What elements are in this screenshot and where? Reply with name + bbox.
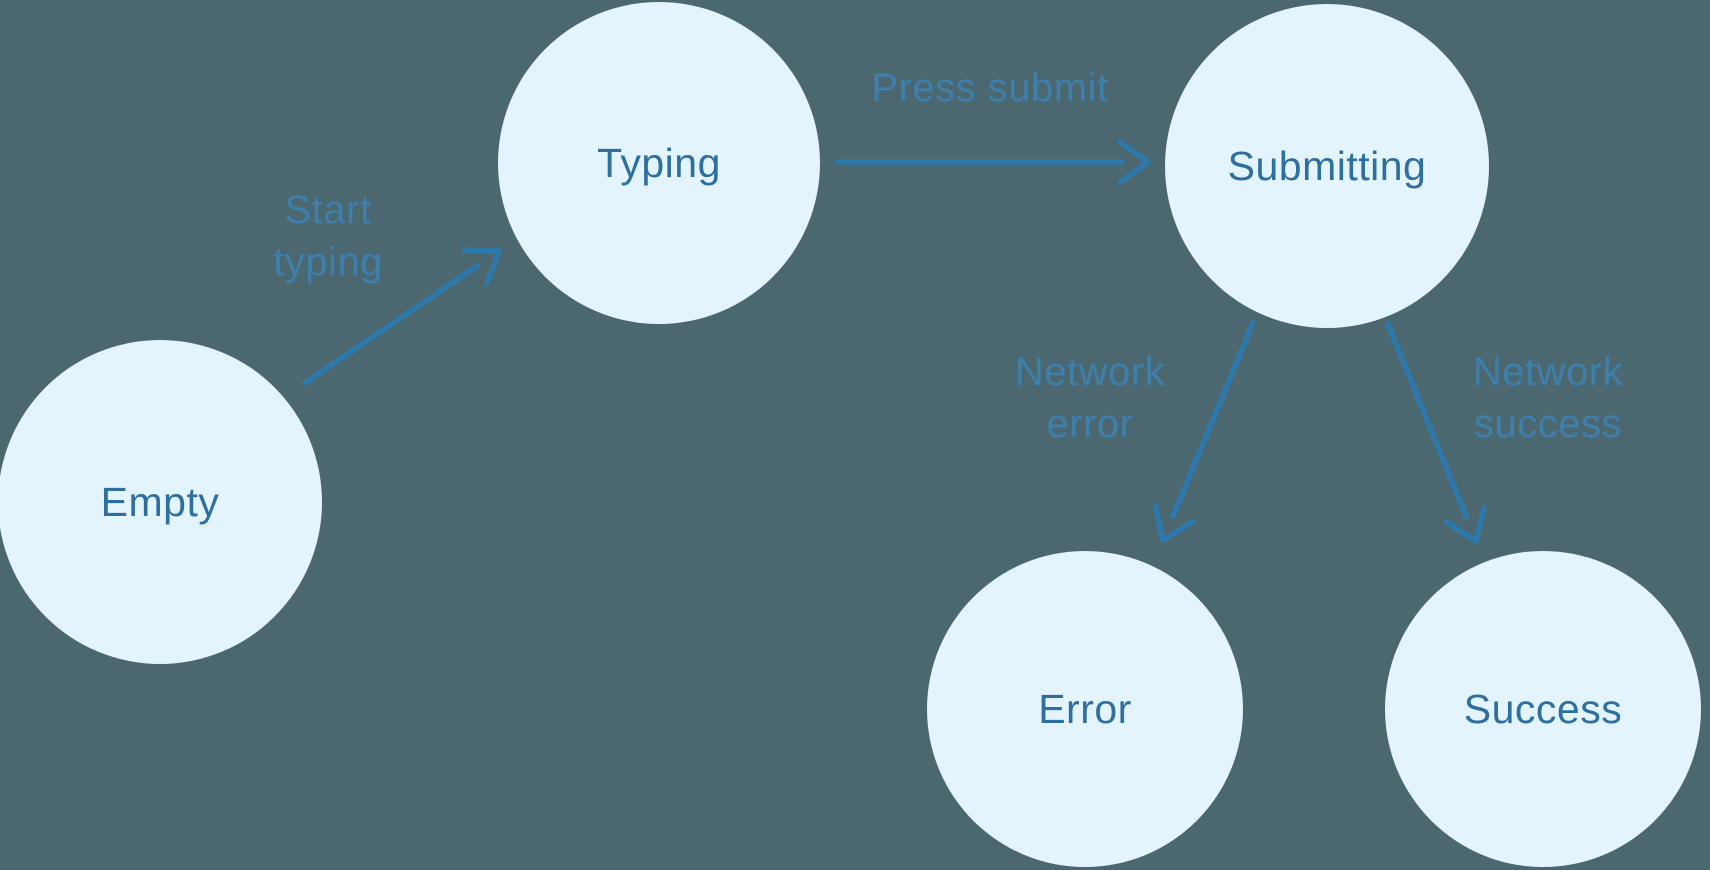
transition-label-line: Press submit [871, 66, 1109, 110]
state-node-success: Success [1385, 551, 1701, 867]
transition-label-line: success [1473, 402, 1622, 446]
transition-label-line: Start [284, 188, 372, 232]
state-node-error: Error [927, 551, 1243, 867]
state-node-submitting: Submitting [1165, 4, 1489, 328]
transition-label-network-error: Network error [1015, 346, 1165, 450]
arrowhead-icon [1152, 503, 1195, 543]
state-node-typing: Typing [498, 2, 820, 324]
arrow-shaft [1170, 320, 1256, 519]
state-node-empty-label: Empty [100, 478, 220, 525]
transition-label-line: error [1046, 402, 1134, 446]
transition-arrow-submitting-error [1152, 320, 1256, 543]
transition-arrow-submitting-success [1385, 321, 1487, 544]
state-node-submitting-label: Submitting [1227, 142, 1427, 189]
state-node-success-label: Success [1463, 685, 1623, 732]
arrowhead-icon [1444, 504, 1487, 544]
transition-label-line: Network [1014, 350, 1166, 394]
state-node-error-label: Error [1038, 685, 1132, 732]
arrowhead-icon [461, 247, 502, 287]
transition-label-line: Network [1472, 350, 1624, 394]
arrow-shaft [1385, 321, 1469, 520]
state-node-typing-label: Typing [597, 139, 721, 186]
transition-label-press-submit: Press submit [871, 62, 1108, 114]
transition-label-start-typing: Start typing [273, 184, 383, 288]
transition-label-network-success: Network success [1473, 346, 1623, 450]
arrowhead-icon [1117, 139, 1151, 185]
state-node-empty: Empty [0, 340, 322, 664]
transition-label-line: typing [273, 240, 383, 284]
transition-arrow-typing-submitting [834, 139, 1151, 185]
